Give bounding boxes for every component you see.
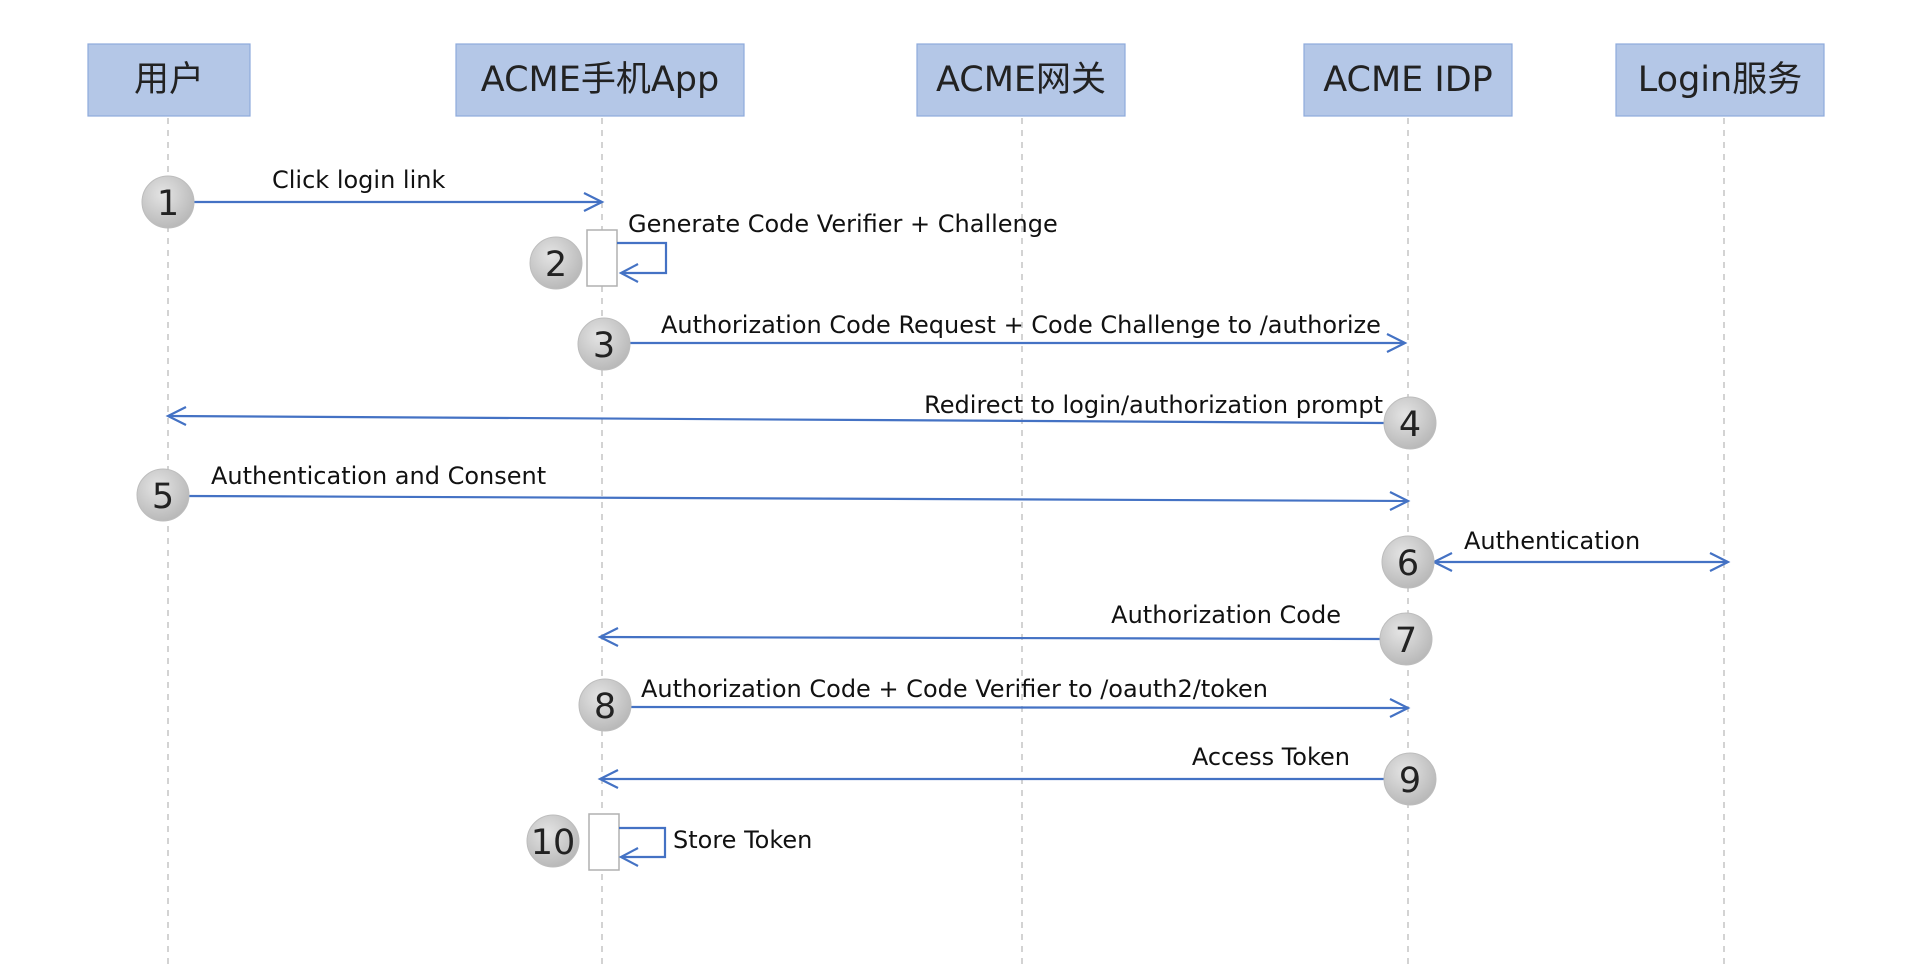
step-number: 1 <box>157 184 179 224</box>
actor-idp-label: ACME IDP <box>1323 60 1493 100</box>
message-5: Authentication and Consent <box>184 462 1411 511</box>
step-marker-2: 2 <box>529 236 583 290</box>
step-marker-8: 8 <box>578 678 632 732</box>
step-number: 6 <box>1397 544 1419 584</box>
message-7: Authorization Code <box>597 601 1382 647</box>
message-4: Redirect to login/authorization prompt <box>165 391 1385 426</box>
message-1: Click login link <box>190 166 605 212</box>
step-marker-4: 4 <box>1383 396 1437 450</box>
message-8: Authorization Code + Code Verifier to /o… <box>629 675 1411 718</box>
step-number: 4 <box>1399 405 1421 445</box>
step-marker-5: 5 <box>136 468 190 522</box>
step-marker-9: 9 <box>1383 752 1437 806</box>
message-9-label: Access Token <box>1192 743 1350 771</box>
actor-idp: ACME IDP <box>1303 43 1513 117</box>
message-2: Generate Code Verifier + Challenge <box>586 210 1058 287</box>
actor-login-label: Login服务 <box>1638 60 1802 100</box>
message-2-label: Generate Code Verifier + Challenge <box>628 210 1058 238</box>
message-4-label: Redirect to login/authorization prompt <box>924 391 1383 419</box>
actor-login: Login服务 <box>1615 43 1825 117</box>
actor-user: 用户 <box>87 43 251 117</box>
step-marker-3: 3 <box>577 317 631 371</box>
message-6: Authentication <box>1431 527 1731 572</box>
message-9: Access Token <box>597 743 1384 789</box>
step-number: 7 <box>1395 621 1417 661</box>
message-7-label: Authorization Code <box>1111 601 1341 629</box>
actor-gateway: ACME网关 <box>916 43 1126 117</box>
message-5-label: Authentication and Consent <box>211 462 546 490</box>
step-number: 9 <box>1399 761 1421 801</box>
step-number: 2 <box>545 245 567 285</box>
message-1-label: Click login link <box>272 166 445 194</box>
message-8-label: Authorization Code + Code Verifier to /o… <box>641 675 1268 703</box>
message-10: Store Token <box>588 813 812 871</box>
message-3-label: Authorization Code Request + Code Challe… <box>661 311 1381 339</box>
actor-gateway-label: ACME网关 <box>936 60 1106 100</box>
activation-box <box>586 229 618 287</box>
activation-box <box>588 813 620 871</box>
step-number: 10 <box>531 823 576 863</box>
step-marker-7: 7 <box>1379 612 1433 666</box>
actor-app-label: ACME手机App <box>481 60 719 100</box>
actor-user-label: 用户 <box>134 60 204 100</box>
step-number: 5 <box>152 477 174 517</box>
step-number: 8 <box>594 687 616 727</box>
message-6-label: Authentication <box>1464 527 1640 555</box>
message-3: Authorization Code Request + Code Challe… <box>628 311 1408 353</box>
message-10-label: Store Token <box>673 826 812 854</box>
step-marker-10: 10 <box>526 814 580 868</box>
actor-app: ACME手机App <box>455 43 745 117</box>
step-number: 3 <box>593 326 615 366</box>
step-marker-6: 6 <box>1381 535 1435 589</box>
step-marker-1: 1 <box>141 175 195 229</box>
